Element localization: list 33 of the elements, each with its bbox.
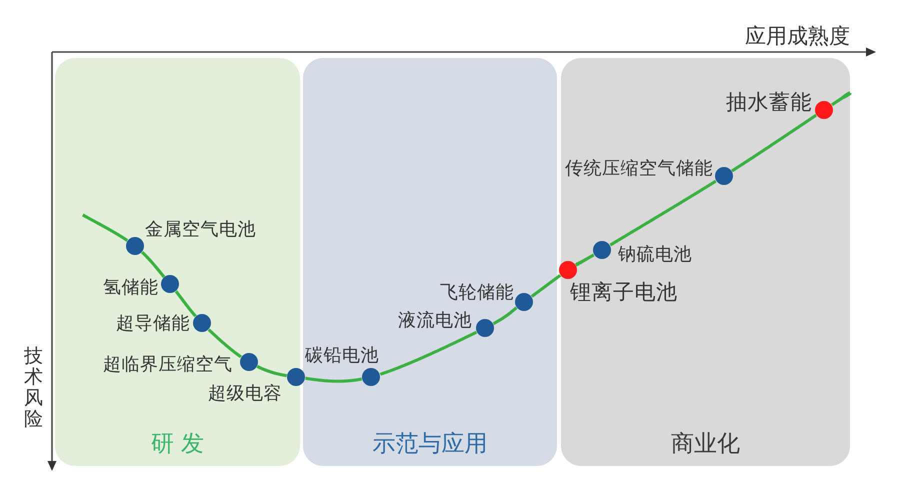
curve-segment [304,376,363,383]
stage-title: 研 发 [150,431,204,459]
curve-segment [574,254,596,266]
stage-panel [303,58,557,466]
technology-label: 液流电池 [398,310,472,332]
stage-title: 示范与应用 [372,431,488,459]
axis-label: 技术风险 [24,346,43,430]
technology-label: 超临界压缩空气 [103,354,232,376]
technology-label: 超级电容 [208,383,282,405]
technology-label: 钠硫电池 [618,244,692,266]
curve-segment [140,250,166,278]
curve-segment [174,290,197,318]
curve-segment [830,92,852,106]
curve-segment [379,330,478,376]
curve-segment [208,328,242,358]
stage-title: 商业化 [671,431,740,459]
technology-label: 飞轮储能 [440,282,514,304]
axis-label: 应用成熟度 [745,24,850,50]
curve-segment [492,306,518,326]
technology-label: 传统压缩空气储能 [565,158,713,180]
technology-label: 金属空气电池 [145,219,256,241]
curve-segment [530,274,562,298]
curve-segment [730,114,818,172]
stage-panel [55,58,300,466]
curve-segment [256,365,288,378]
curve-segment [609,180,717,246]
stage-panel [561,58,850,466]
technology-label: 锂离子电池 [570,280,678,306]
technology-label: 碳铅电池 [305,345,379,367]
technology-label: 氢储能 [103,277,158,299]
technology-label: 超导储能 [116,313,190,335]
technology-label: 抽水蓄能 [726,90,812,116]
curve-segment [82,214,129,242]
